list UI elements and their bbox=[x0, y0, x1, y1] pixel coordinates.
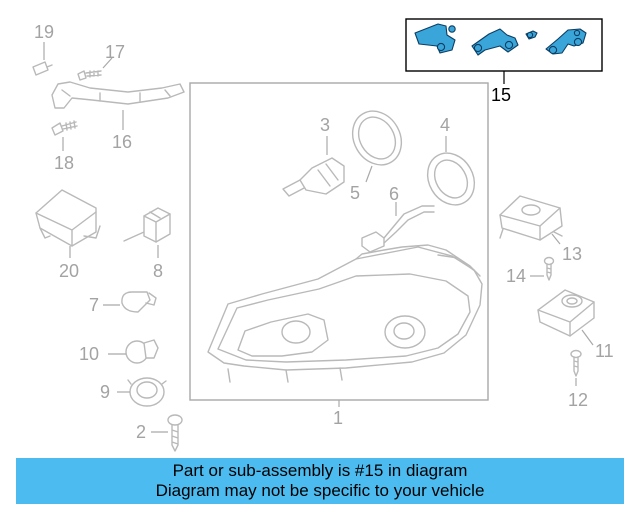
callout-15: 15 bbox=[491, 85, 511, 105]
callout-16: 16 bbox=[112, 132, 132, 152]
part-13-module[interactable] bbox=[499, 195, 563, 241]
part-18-screw[interactable] bbox=[51, 120, 78, 136]
callout-7: 7 bbox=[89, 295, 99, 315]
callout-12: 12 bbox=[568, 390, 588, 410]
callout-6: 6 bbox=[389, 184, 399, 204]
part-3-bulb[interactable] bbox=[282, 157, 345, 197]
callout-9: 9 bbox=[100, 382, 110, 402]
part-20-module[interactable] bbox=[35, 189, 101, 247]
part-17-screw[interactable] bbox=[77, 70, 102, 81]
part-8-bulb[interactable] bbox=[123, 207, 171, 243]
callout-19: 19 bbox=[34, 22, 54, 42]
callout-2: 2 bbox=[136, 422, 146, 442]
part-11-module[interactable] bbox=[537, 289, 595, 337]
callout-17: 17 bbox=[105, 42, 125, 62]
callout-1: 1 bbox=[333, 408, 343, 428]
part-2-screw[interactable] bbox=[167, 414, 183, 452]
info-banner: Part or sub-assembly is #15 in diagram D… bbox=[16, 458, 624, 504]
part-14-screw[interactable] bbox=[543, 256, 555, 281]
callout-13: 13 bbox=[562, 244, 582, 264]
part-7-bulb[interactable] bbox=[121, 291, 157, 313]
callout-5: 5 bbox=[350, 183, 360, 203]
callout-10: 10 bbox=[79, 344, 99, 364]
banner-line-1: Part or sub-assembly is #15 in diagram bbox=[172, 461, 468, 480]
callout-14: 14 bbox=[506, 266, 526, 286]
part-9-socket[interactable] bbox=[127, 377, 167, 407]
part-16-bracket[interactable] bbox=[51, 81, 185, 109]
part-10-bulb[interactable] bbox=[125, 339, 159, 364]
parts-diagram: 19 17 16 18 20 8 7 10 9 2 3 5 4 6 1 13 1… bbox=[32, 18, 614, 452]
part-5-ring[interactable] bbox=[343, 102, 411, 173]
callout-3: 3 bbox=[320, 115, 330, 135]
part-4-cap[interactable] bbox=[418, 145, 483, 214]
part-6-wire[interactable] bbox=[361, 205, 435, 253]
part-1-headlamp[interactable] bbox=[207, 244, 483, 383]
callout-4: 4 bbox=[440, 115, 450, 135]
callout-11: 11 bbox=[595, 341, 614, 361]
part-19-screw[interactable] bbox=[32, 61, 53, 76]
callout-8: 8 bbox=[153, 261, 163, 281]
callout-18: 18 bbox=[54, 153, 74, 173]
part-12-screw[interactable] bbox=[570, 349, 582, 377]
banner-line-2: Diagram may not be specific to your vehi… bbox=[155, 481, 485, 500]
callout-20: 20 bbox=[59, 261, 79, 281]
part-15-brackets[interactable] bbox=[414, 23, 587, 56]
